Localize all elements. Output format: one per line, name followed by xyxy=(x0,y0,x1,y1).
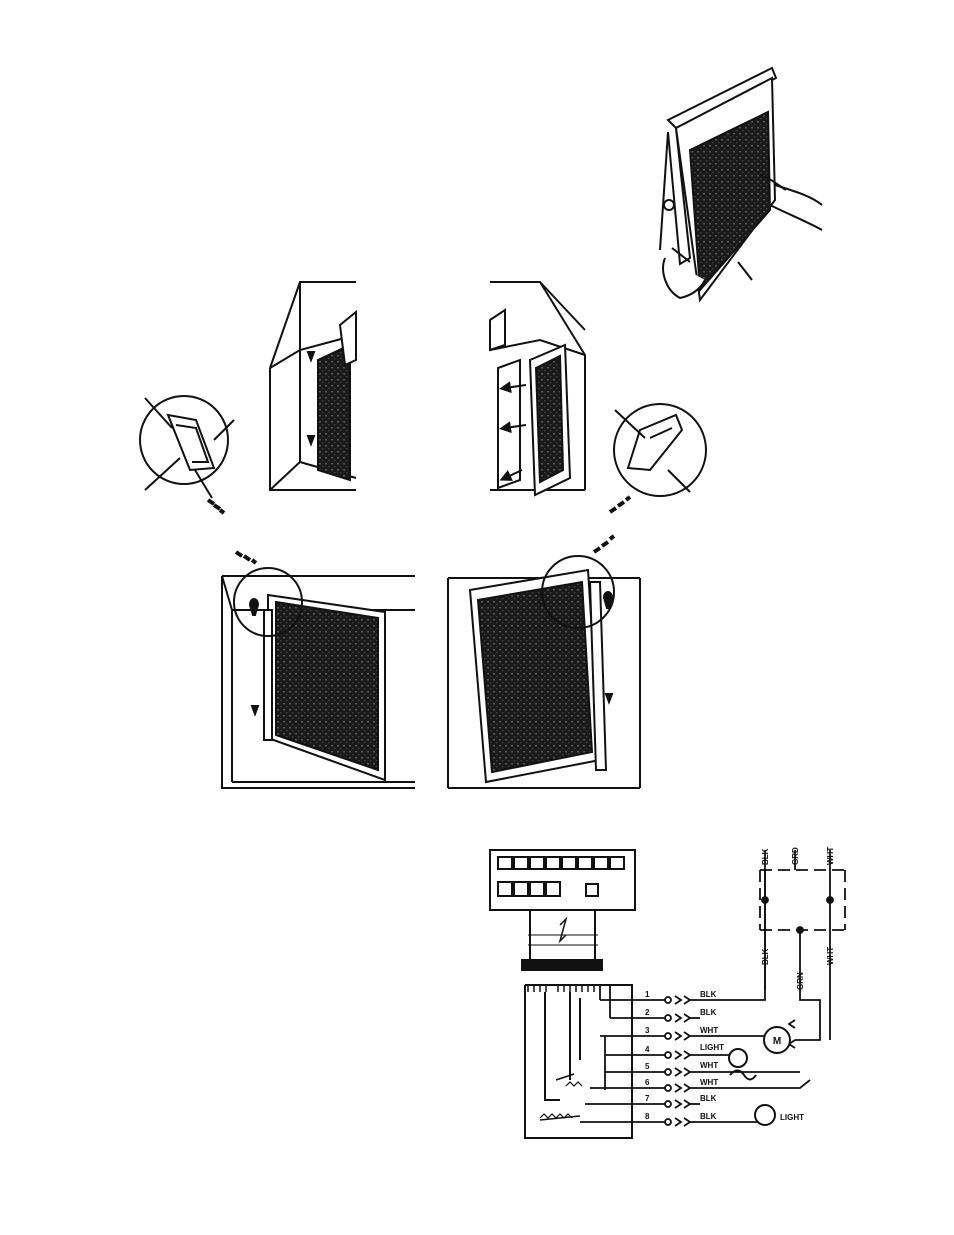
wiring-diagram: M LIGHT 1 2 3 4 5 6 7 8 BLK BLK WHT LIGH… xyxy=(490,847,845,1138)
power-lead-label: BLK xyxy=(761,848,770,865)
power-lead-label: WHT xyxy=(826,847,835,865)
pin-number: 2 xyxy=(645,1008,650,1017)
cabinet-left-illustration xyxy=(270,282,356,490)
light-symbol-lower xyxy=(755,1105,775,1125)
filter-open-left-illustration xyxy=(222,552,415,788)
wire-label: WHT xyxy=(700,1061,718,1070)
wire-label: BLK xyxy=(700,1094,717,1103)
control-panel xyxy=(490,850,635,1138)
clip-detail-left xyxy=(140,396,234,513)
pin-number: 1 xyxy=(645,990,650,999)
power-lead-labels: BLK GRD WHT xyxy=(761,847,835,865)
wire-label: BLK xyxy=(700,990,717,999)
pin-number: 5 xyxy=(645,1062,650,1071)
wire-label: BLK xyxy=(700,1112,717,1121)
wire-label: WHT xyxy=(700,1078,718,1087)
motor-label: M xyxy=(773,1036,781,1047)
pin-number: 3 xyxy=(645,1026,650,1035)
clip-detail-right xyxy=(610,404,706,512)
pin-number: 4 xyxy=(645,1045,650,1054)
pin-number: 7 xyxy=(645,1094,650,1103)
filter-open-right-illustration xyxy=(448,536,640,788)
vertical-wire-label: GRN xyxy=(796,972,805,990)
filter-hand-illustration xyxy=(660,68,822,300)
cabinet-right-illustration xyxy=(490,282,585,495)
power-lead-label: GRD xyxy=(791,847,800,865)
light-label: LIGHT xyxy=(780,1113,804,1122)
pin-number: 6 xyxy=(645,1078,650,1087)
vertical-wire-label: WHT xyxy=(826,947,835,965)
motor-symbol: M xyxy=(764,1027,790,1053)
vertical-wire-labels: BLK GRN WHT xyxy=(761,947,835,990)
vertical-wire-label: BLK xyxy=(761,948,770,965)
wire-label: BLK xyxy=(700,1008,717,1017)
light-symbol-upper xyxy=(729,1049,756,1080)
wire-label: LIGHT xyxy=(700,1043,724,1052)
pin-number: 8 xyxy=(645,1112,650,1121)
wire-label: WHT xyxy=(700,1026,718,1035)
